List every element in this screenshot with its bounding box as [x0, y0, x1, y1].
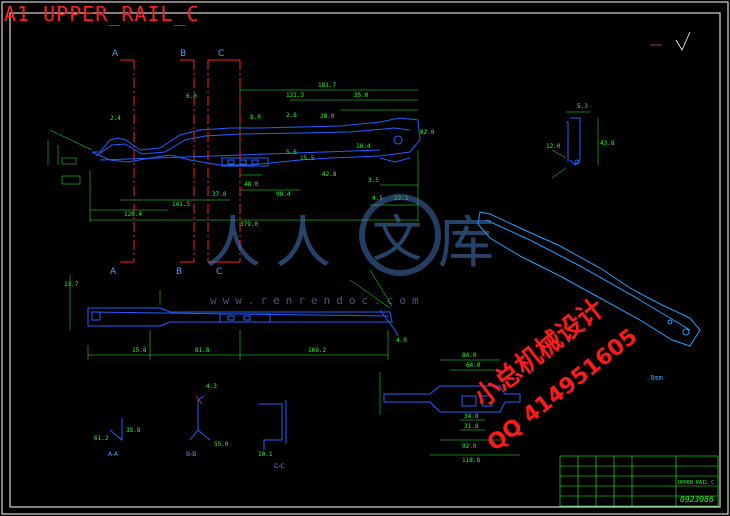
plan-view	[87, 307, 399, 337]
section-label-bb: B-B	[186, 451, 196, 458]
dim-169-2: 169.2	[308, 347, 326, 354]
dim-2-4: 2.4	[110, 115, 121, 122]
dim-181-7: 181.7	[318, 82, 336, 89]
dim-82-0: 82.0	[420, 129, 435, 136]
title-block-drawing-no: 0923086	[680, 495, 714, 504]
watermark-char-2: 人	[275, 211, 331, 276]
dim-4-3: 4.3	[206, 383, 217, 390]
dim-10-4: 10.4	[356, 143, 371, 150]
dim-92-0: 92.0	[462, 443, 477, 450]
section-label-top-b: B	[180, 49, 186, 59]
section-aa	[109, 418, 123, 442]
drawing-title: A1 UPPER_RAIL_C	[4, 2, 200, 26]
dim-84-0: 84.0	[462, 352, 477, 359]
dim-90-4: 90.4	[276, 191, 291, 198]
front-dim-lines	[47, 84, 419, 222]
isometric-view	[477, 211, 701, 347]
watermark-char-1: 人	[205, 211, 261, 276]
dim-2-6: 2.6	[286, 112, 297, 119]
side-profile	[566, 117, 581, 166]
dim-61-2: 61.2	[94, 435, 109, 442]
dim-37-0: 37.0	[212, 191, 227, 198]
dim-12-0: 12.0	[546, 143, 561, 150]
section-lines	[120, 59, 241, 263]
dim-5-6: 5.6	[286, 149, 297, 156]
dim-31-8: 31.8	[464, 423, 479, 430]
side-profile-dims	[551, 111, 599, 179]
dim-6-0: 6.0	[186, 93, 197, 100]
title-block	[559, 455, 719, 507]
iso-note: .8mm	[646, 374, 663, 382]
dim-121-3: 121.3	[286, 92, 304, 99]
dim-379-0: 379.0	[240, 221, 258, 228]
overlay-text: 小总机械设计 QQ 414951605	[469, 293, 643, 456]
section-label-bot-a: A	[110, 267, 117, 277]
dim-141-5: 141.5	[172, 201, 190, 208]
section-label-bot-b: B	[176, 267, 182, 277]
dim-34-8: 34.8	[464, 413, 479, 420]
dim-3-5: 3.5	[368, 177, 379, 184]
dim-4-0: 4.0	[396, 337, 407, 344]
dim-55-0: 55.0	[214, 441, 229, 448]
dim-48-0: 48.0	[244, 181, 259, 188]
dim-15-8: 15.8	[132, 347, 147, 354]
dim-126-4: 126.4	[124, 211, 142, 218]
watermark-url: www.renrendoc.com	[210, 294, 425, 307]
dim-64-0: 64.0	[466, 362, 481, 369]
watermark: 人 人 文 库 www.renrendoc.com	[205, 194, 494, 307]
dim-13-7: 13.7	[64, 281, 79, 288]
section-label-top-a: A	[112, 49, 119, 59]
dim-4-5: 4.5	[372, 195, 383, 202]
section-label-top-c: C	[218, 49, 224, 59]
section-label-aa: A-A	[108, 451, 119, 458]
plan-dims	[69, 269, 393, 360]
title-block-part-name: UPPER RAIL C	[678, 480, 714, 486]
dim-35-8: 35.8	[126, 427, 141, 434]
section-label-bot-c: C	[216, 267, 222, 277]
watermark-ring	[359, 194, 441, 276]
section-label-cc: C-C	[274, 463, 285, 470]
detail-dims	[379, 359, 520, 456]
dim-42-8: 42.8	[322, 171, 337, 178]
section-bb-marker	[195, 395, 203, 405]
dim-81-8: 81.8	[195, 347, 210, 354]
watermark-char-4: 库	[438, 211, 494, 276]
watermark-char-3: 文	[372, 210, 422, 268]
front-view	[49, 117, 421, 167]
surface-finish-icon	[650, 31, 691, 51]
section-bb	[189, 395, 211, 441]
section-cc	[258, 400, 287, 450]
inner-border	[9, 12, 721, 508]
dim-5-3: 5.3	[577, 103, 588, 110]
detail-view	[383, 385, 521, 413]
dim-15-5: 15.5	[300, 155, 315, 162]
dim-43-8: 43.8	[600, 140, 615, 147]
dim-10-1: 10.1	[258, 451, 273, 458]
dim-118-8: 118.8	[462, 457, 480, 464]
dim-35-0: 35.0	[354, 92, 369, 99]
dim-8-0: 8.0	[250, 114, 261, 121]
dim-28-0: 28.0	[320, 113, 335, 120]
